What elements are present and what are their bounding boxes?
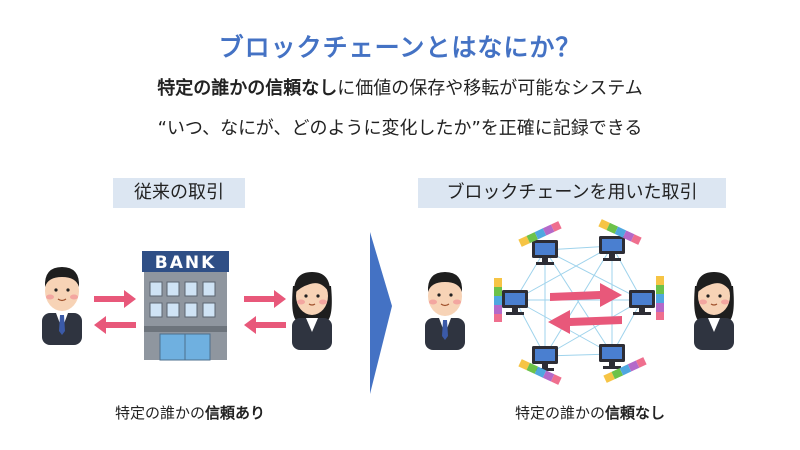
subtitle-bold: 特定の誰かの信頼なし <box>157 78 338 99</box>
subtitle-line-2: “いつ、なにが、どのように変化したか”を正確に記録できる <box>157 118 643 139</box>
right-caption-bold: 信頼なし <box>605 404 666 422</box>
bank-icon: BANK <box>142 251 229 361</box>
block-chain-icon <box>494 278 502 322</box>
left-caption: 特定の誰かの信頼あり <box>80 402 300 423</box>
subtitle-line-1: 特定の誰かの信頼なしに価値の保存や移転が可能なシステム <box>0 74 800 100</box>
sender-man-icon <box>424 271 466 351</box>
transfer-arrows-right <box>548 283 622 334</box>
left-caption-prefix: 特定の誰かの <box>114 404 205 422</box>
chevron-right-icon <box>370 232 392 394</box>
bank-sign: BANK <box>155 253 217 273</box>
node-computer-icon <box>629 290 655 315</box>
right-caption-prefix: 特定の誰かの <box>514 404 605 422</box>
p2p-network <box>514 245 643 357</box>
customer-woman-icon <box>291 271 333 351</box>
customer-man-icon <box>41 266 83 346</box>
transfer-arrows-left <box>94 290 286 334</box>
blockchain-label: ブロックチェーンを用いた取引 <box>418 178 726 208</box>
node-computer-icon <box>532 240 558 265</box>
page-title: ブロックチェーンとはなにか？ <box>218 33 582 62</box>
subtitle-rest: に価値の保存や移転が可能なシステム <box>337 78 643 99</box>
block-chain-icon <box>656 276 664 320</box>
right-caption: 特定の誰かの信頼なし <box>470 402 710 423</box>
node-computer-icon <box>599 344 625 369</box>
left-caption-bold: 信頼あり <box>205 404 266 422</box>
node-computer-icon <box>599 236 625 261</box>
traditional-label: 従来の取引 <box>113 178 245 208</box>
receiver-woman-icon <box>693 271 735 351</box>
node-computer-icon <box>502 290 528 315</box>
